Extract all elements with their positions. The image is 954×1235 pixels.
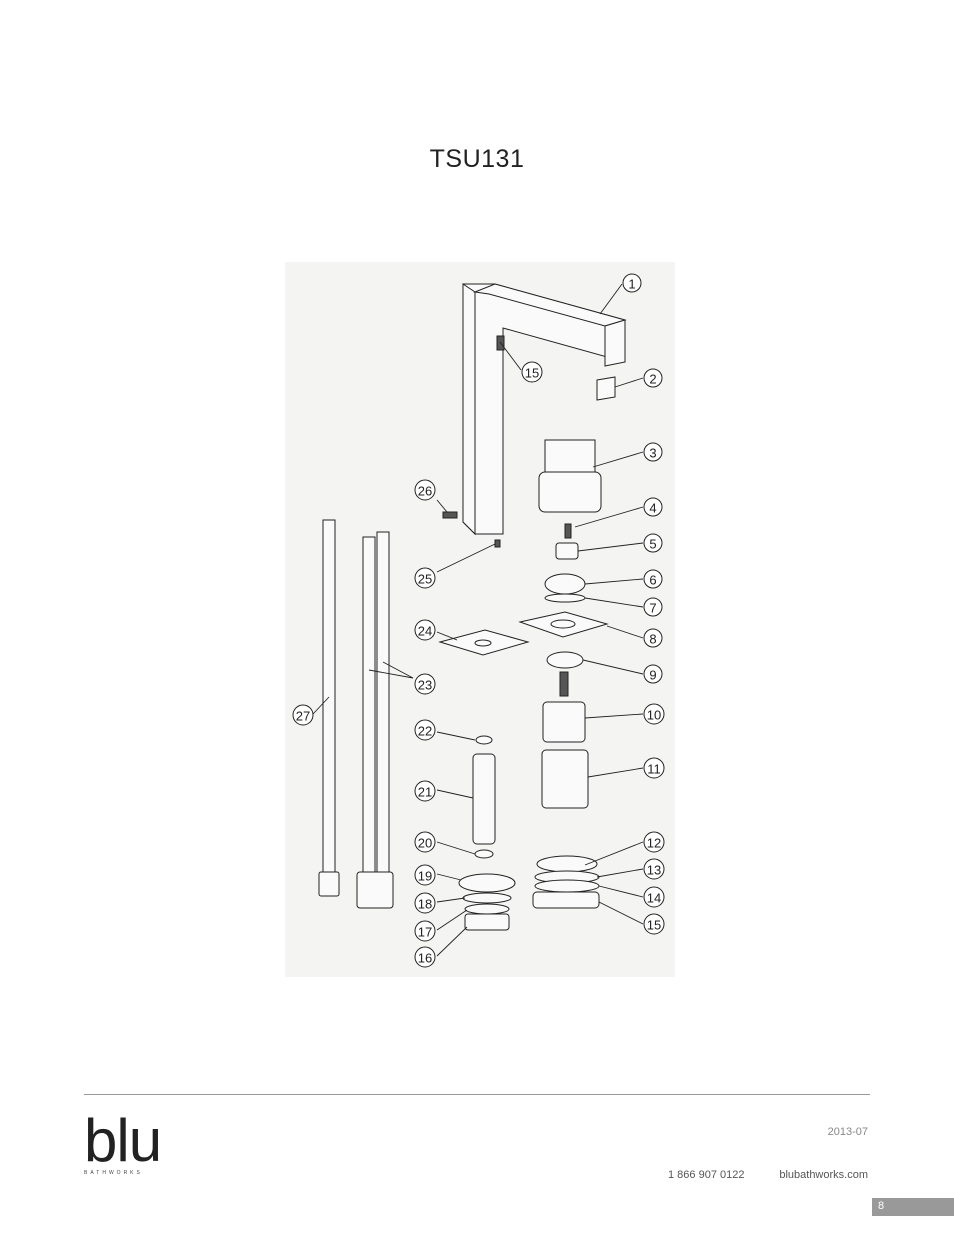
brand-logo: blu BATHWORKS xyxy=(84,1107,162,1177)
callout-13: 13 xyxy=(643,858,665,880)
svg-text:19: 19 xyxy=(418,869,432,884)
page-number: 8 xyxy=(878,1200,885,1212)
spout-part xyxy=(462,283,627,536)
callout-4: 4 xyxy=(643,497,663,517)
washer-18 xyxy=(462,892,512,904)
callout-8: 8 xyxy=(643,628,663,648)
cartridge-part xyxy=(542,701,586,743)
svg-text:27: 27 xyxy=(296,709,310,724)
callout-19: 19 xyxy=(414,864,436,886)
callout-18: 18 xyxy=(414,892,436,914)
svg-text:12: 12 xyxy=(647,836,661,851)
svg-text:2: 2 xyxy=(649,372,656,387)
exploded-parts-diagram: 1 15 2 3 4 5 6 7 8 9 10 11 12 13 14 15 2… xyxy=(285,262,675,977)
edition-date: 2013-07 xyxy=(827,1126,868,1138)
callout-5: 5 xyxy=(643,533,663,553)
svg-text:24: 24 xyxy=(418,624,432,639)
plate-hole-left xyxy=(474,639,492,647)
washer-14 xyxy=(534,879,600,893)
washer-19 xyxy=(458,873,516,893)
cap-part xyxy=(596,376,616,401)
svg-text:21: 21 xyxy=(418,785,432,800)
svg-text:5: 5 xyxy=(649,537,656,552)
svg-text:3: 3 xyxy=(649,446,656,461)
svg-text:23: 23 xyxy=(418,678,432,693)
svg-text:8: 8 xyxy=(649,632,656,647)
callout-24: 24 xyxy=(414,619,436,641)
callout-26: 26 xyxy=(414,479,436,501)
nut-15 xyxy=(532,891,600,909)
cartridge-stem xyxy=(559,671,569,697)
callout-25: 25 xyxy=(414,567,436,589)
callout-6: 6 xyxy=(643,569,663,589)
callout-1: 1 xyxy=(622,273,642,293)
svg-text:17: 17 xyxy=(418,925,432,940)
leader-lines xyxy=(312,283,644,957)
svg-text:13: 13 xyxy=(647,863,661,878)
callout-22: 22 xyxy=(414,719,436,741)
callout-15-bottom: 15 xyxy=(643,913,665,935)
footer-divider xyxy=(84,1094,870,1095)
callout-23: 23 xyxy=(414,673,436,695)
callout-14: 14 xyxy=(643,886,665,908)
callout-3: 3 xyxy=(643,442,663,462)
callout-27: 27 xyxy=(292,704,314,726)
svg-text:11: 11 xyxy=(647,762,661,777)
nut-16 xyxy=(464,913,510,931)
svg-text:15: 15 xyxy=(525,366,539,381)
hose-27 xyxy=(322,519,336,881)
website-url: blubathworks.com xyxy=(779,1169,868,1181)
screw-part xyxy=(564,523,572,539)
handle-part xyxy=(538,439,602,513)
page-number-tab: 8 xyxy=(872,1198,954,1216)
washer-22 xyxy=(475,735,493,745)
riser-21 xyxy=(472,753,496,845)
callout-12: 12 xyxy=(643,831,665,853)
set-screw-25 xyxy=(494,539,501,548)
callout-2: 2 xyxy=(643,368,663,388)
callout-10: 10 xyxy=(643,703,665,725)
hose-23a xyxy=(362,536,376,878)
svg-text:4: 4 xyxy=(649,501,656,516)
o-ring-part xyxy=(544,593,586,603)
logo-subtext: BATHWORKS xyxy=(84,1170,143,1176)
svg-text:20: 20 xyxy=(418,836,432,851)
svg-text:18: 18 xyxy=(418,897,432,912)
svg-text:16: 16 xyxy=(418,951,432,966)
washer-17 xyxy=(464,903,510,915)
sleeve-part xyxy=(541,749,589,809)
svg-text:1: 1 xyxy=(628,277,635,292)
callout-21: 21 xyxy=(414,780,436,802)
svg-text:26: 26 xyxy=(418,484,432,499)
callout-9: 9 xyxy=(643,664,663,684)
lock-nut-part xyxy=(546,651,584,669)
callout-15-top: 15 xyxy=(521,361,543,383)
svg-text:14: 14 xyxy=(647,891,661,906)
callout-20: 20 xyxy=(414,831,436,853)
svg-text:7: 7 xyxy=(649,601,656,616)
adaptor-part xyxy=(555,542,579,560)
callout-7: 7 xyxy=(643,597,663,617)
callout-16: 16 xyxy=(414,946,436,968)
svg-text:25: 25 xyxy=(418,572,432,587)
screws-26 xyxy=(442,511,458,519)
page-title: TSU131 xyxy=(429,145,525,173)
svg-text:15: 15 xyxy=(647,918,661,933)
svg-text:9: 9 xyxy=(649,668,656,683)
callout-17: 17 xyxy=(414,920,436,942)
phone-number: 1 866 907 0122 xyxy=(668,1169,745,1181)
svg-text:6: 6 xyxy=(649,573,656,588)
plate-hole xyxy=(550,619,576,629)
dome-cover-part xyxy=(544,573,586,595)
parts-drawing: 1 15 2 3 4 5 6 7 8 9 10 11 12 13 14 15 2… xyxy=(292,273,665,968)
svg-text:22: 22 xyxy=(418,724,432,739)
hose-23b xyxy=(376,531,390,878)
hose-fitting-23 xyxy=(356,871,394,909)
svg-text:10: 10 xyxy=(647,708,661,723)
logo-wordmark: blu xyxy=(84,1107,162,1174)
callout-11: 11 xyxy=(643,757,665,779)
hose-fitting-27 xyxy=(318,871,340,897)
washer-20 xyxy=(474,849,494,859)
